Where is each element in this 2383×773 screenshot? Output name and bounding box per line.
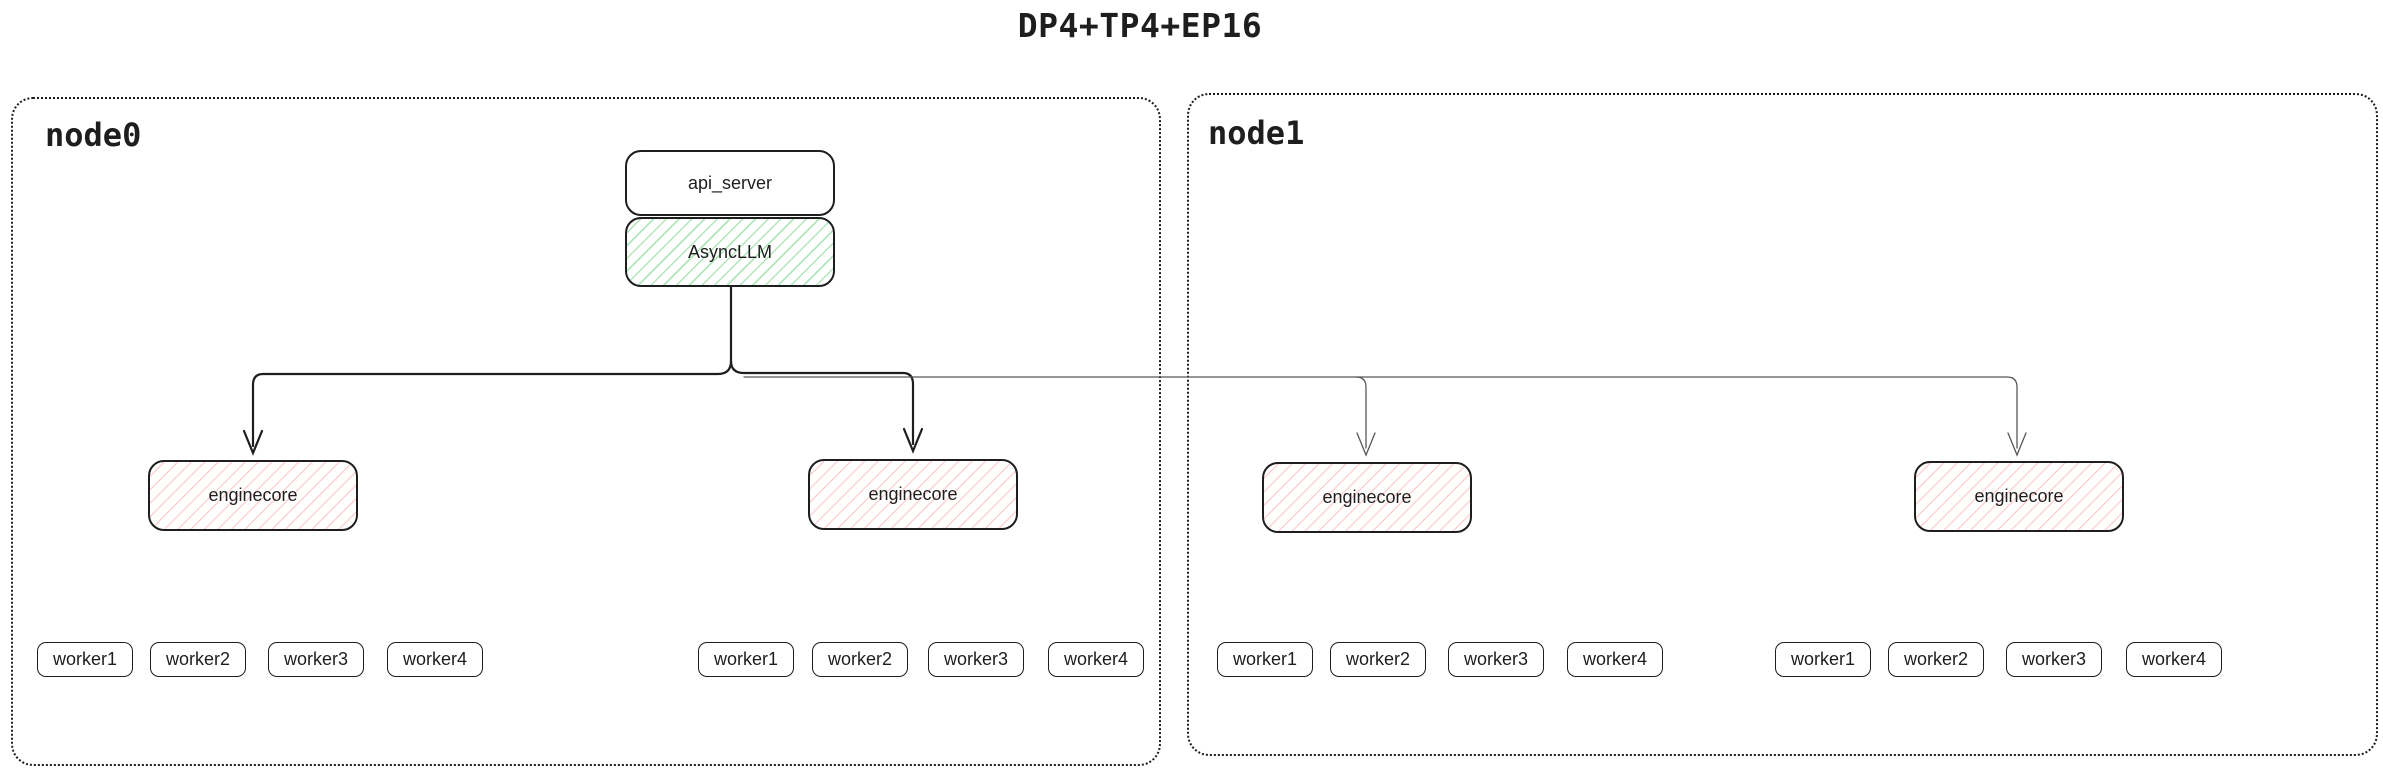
node1-group2-worker4: worker4 — [2126, 642, 2222, 677]
node0-group2-worker1: worker1 — [698, 642, 794, 677]
node1-group2-worker3: worker3 — [2006, 642, 2102, 677]
node1-enginecore-1: enginecore — [1262, 462, 1472, 533]
node0-group1-worker2: worker2 — [150, 642, 246, 677]
node0-label: node0 — [45, 116, 142, 154]
asyncllm-box: AsyncLLM — [625, 217, 835, 287]
diagram-title: DP4+TP4+EP16 — [1017, 6, 1263, 45]
node0-group2-worker2: worker2 — [812, 642, 908, 677]
node1-group2-worker2: worker2 — [1888, 642, 1984, 677]
node0-group1-worker3: worker3 — [268, 642, 364, 677]
node0-group2-worker3: worker3 — [928, 642, 1024, 677]
node1-group2-worker1: worker1 — [1775, 642, 1871, 677]
node1-group1-worker4: worker4 — [1567, 642, 1663, 677]
node0-enginecore-1: enginecore — [148, 460, 358, 531]
node1-group1-worker1: worker1 — [1217, 642, 1313, 677]
node1-enginecore-2: enginecore — [1914, 461, 2124, 532]
node0-group1-worker1: worker1 — [37, 642, 133, 677]
node1-label: node1 — [1208, 114, 1305, 152]
node1-group1-worker2: worker2 — [1330, 642, 1426, 677]
node0-enginecore-2: enginecore — [808, 459, 1018, 530]
api-server-box: api_server — [625, 150, 835, 216]
node1-group1-worker3: worker3 — [1448, 642, 1544, 677]
node0-group2-worker4: worker4 — [1048, 642, 1144, 677]
node0-group1-worker4: worker4 — [387, 642, 483, 677]
